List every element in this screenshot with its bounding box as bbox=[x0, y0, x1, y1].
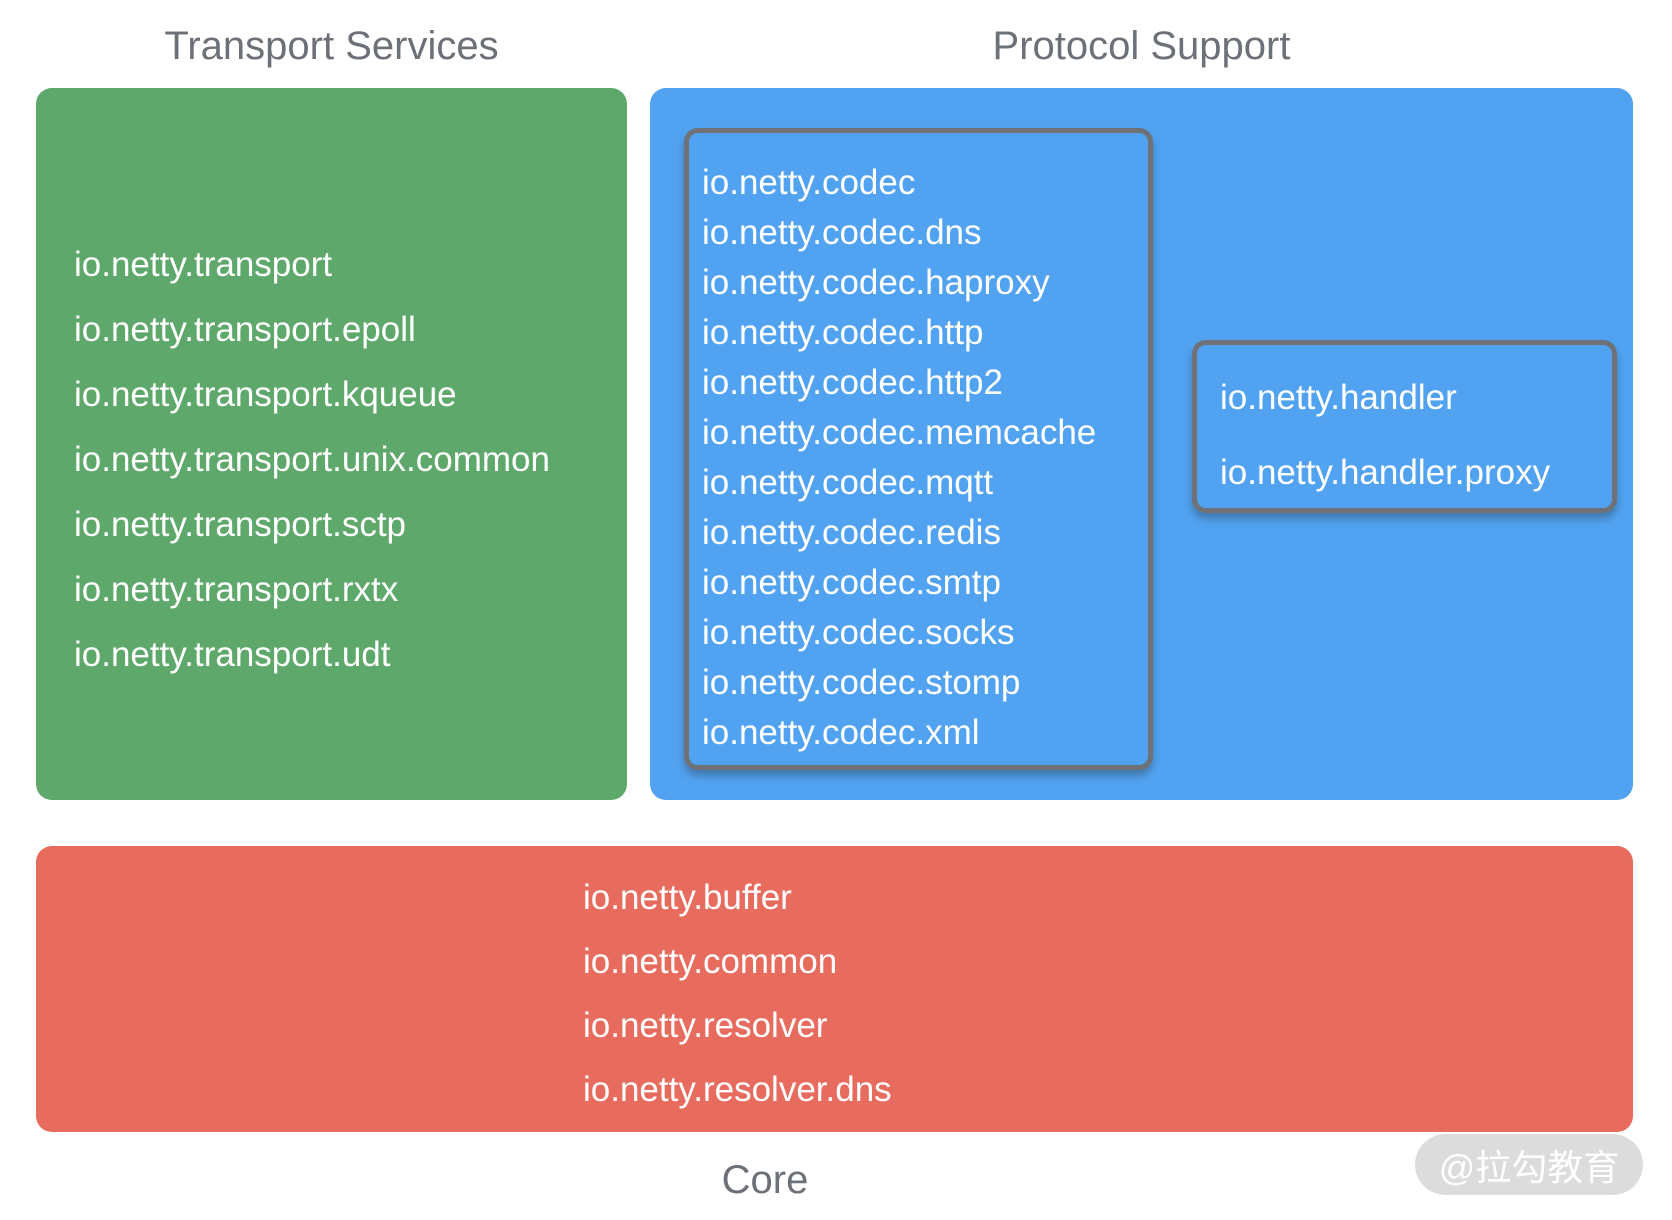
handler-packages-box: io.netty.handler io.netty.handler.proxy bbox=[1192, 340, 1617, 513]
transport-services-header: Transport Services bbox=[164, 24, 499, 68]
package-label: io.netty.codec.socks bbox=[702, 613, 1015, 652]
core-header: Core bbox=[721, 1158, 809, 1202]
package-label: io.netty.handler.proxy bbox=[1220, 453, 1551, 492]
package-label: io.netty.transport.sctp bbox=[74, 505, 407, 544]
package-label: io.netty.codec.smtp bbox=[702, 563, 1001, 602]
package-label: io.netty.codec bbox=[702, 163, 916, 202]
watermark-badge: @拉勾教育 bbox=[1415, 1134, 1643, 1195]
package-label: io.netty.codec.dns bbox=[702, 213, 982, 252]
package-label: io.netty.codec.stomp bbox=[702, 663, 1021, 702]
package-label: io.netty.codec.http2 bbox=[702, 363, 1003, 402]
package-label: io.netty.codec.mqtt bbox=[702, 463, 994, 502]
package-label: io.netty.handler bbox=[1220, 378, 1457, 417]
package-label: io.netty.transport.udt bbox=[74, 635, 391, 674]
package-label: io.netty.transport.epoll bbox=[74, 310, 416, 349]
core-box: io.netty.buffer io.netty.common io.netty… bbox=[36, 846, 1633, 1132]
package-label: io.netty.transport.rxtx bbox=[74, 570, 399, 609]
package-label: io.netty.codec.http bbox=[702, 313, 984, 352]
protocol-support-header: Protocol Support bbox=[992, 24, 1291, 68]
package-label: io.netty.codec.xml bbox=[702, 713, 980, 752]
package-label: io.netty.transport.unix.common bbox=[74, 440, 550, 479]
package-label: io.netty.resolver.dns bbox=[583, 1070, 892, 1109]
codec-packages-box: io.netty.codec io.netty.codec.dns io.net… bbox=[684, 128, 1153, 770]
package-label: io.netty.codec.haproxy bbox=[702, 263, 1050, 302]
package-label: io.netty.common bbox=[583, 942, 838, 981]
package-label: io.netty.buffer bbox=[583, 878, 792, 917]
package-label: io.netty.resolver bbox=[583, 1006, 828, 1045]
package-label: io.netty.codec.redis bbox=[702, 513, 1001, 552]
package-label: io.netty.transport.kqueue bbox=[74, 375, 457, 414]
transport-services-box: io.netty.transport io.netty.transport.ep… bbox=[36, 88, 627, 800]
package-label: io.netty.codec.memcache bbox=[702, 413, 1097, 452]
package-label: io.netty.transport bbox=[74, 245, 333, 284]
protocol-support-box: io.netty.codec io.netty.codec.dns io.net… bbox=[650, 88, 1633, 800]
